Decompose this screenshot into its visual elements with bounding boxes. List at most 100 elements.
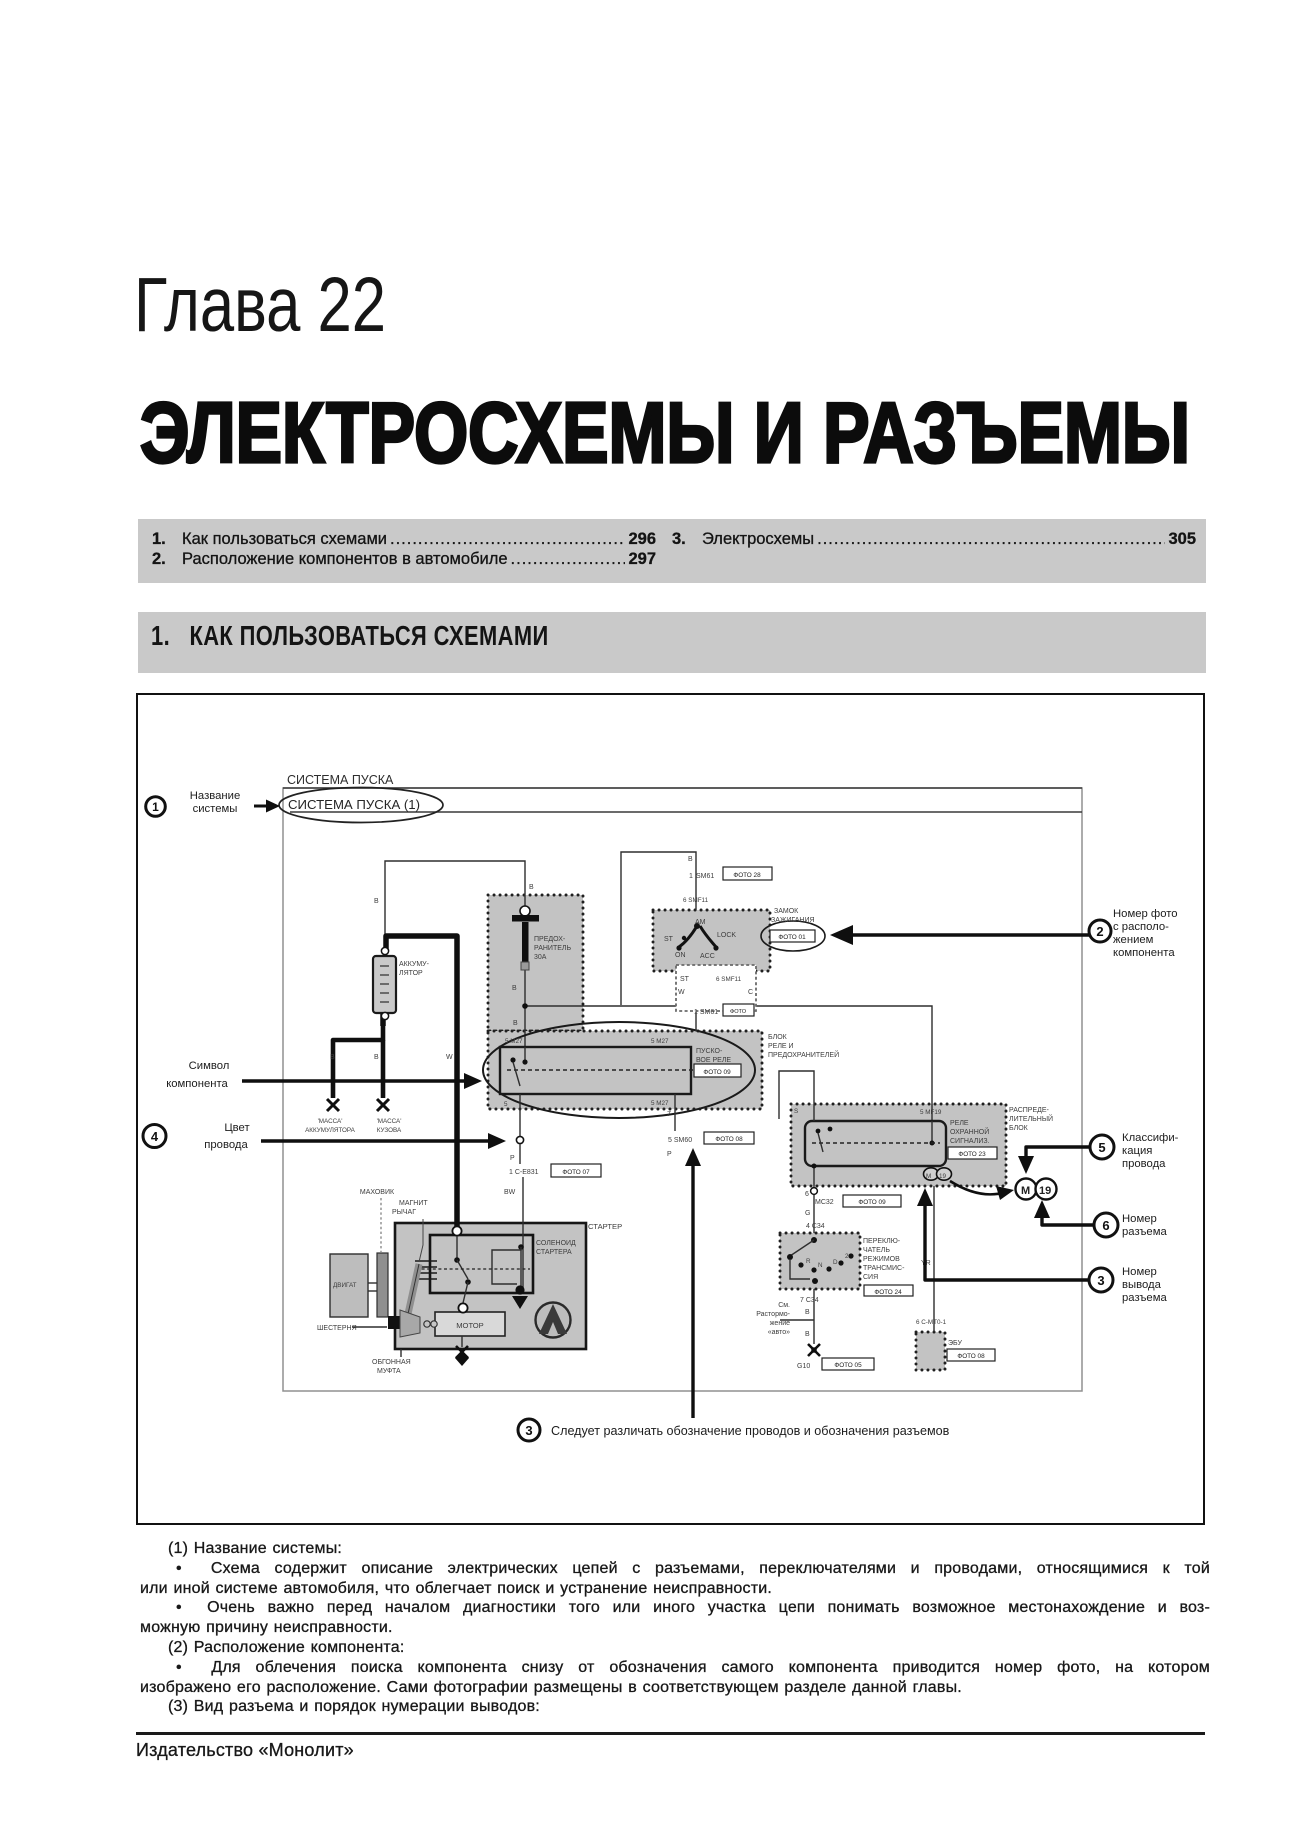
svg-text:ЛИТЕЛЬНЫЙ: ЛИТЕЛЬНЫЙ <box>1009 1114 1053 1123</box>
svg-text:ST: ST <box>664 936 674 943</box>
svg-text:ЛЯТОР: ЛЯТОР <box>399 970 423 977</box>
svg-text:1 SM61: 1 SM61 <box>694 1009 718 1016</box>
svg-text:2: 2 <box>1096 924 1103 939</box>
svg-text:W: W <box>446 1054 453 1061</box>
svg-text:разъема: разъема <box>1122 1292 1167 1304</box>
svg-text:ЗАМОК: ЗАМОК <box>774 908 799 915</box>
svg-text:30А: 30А <box>534 954 547 961</box>
svg-text:G10: G10 <box>797 1363 810 1370</box>
svg-text:5 M27: 5 M27 <box>651 1100 669 1107</box>
svg-text:6 SMF11: 6 SMF11 <box>683 897 709 904</box>
svg-text:B: B <box>805 1309 810 1316</box>
svg-text:6: 6 <box>1102 1218 1109 1233</box>
svg-text:ПРЕДОХ-: ПРЕДОХ- <box>534 936 566 943</box>
svg-text:W: W <box>678 989 685 996</box>
svg-text:ПЕРЕКЛЮ-: ПЕРЕКЛЮ- <box>863 1238 901 1245</box>
svg-text:SM61: SM61 <box>696 873 714 880</box>
svg-text:BW: BW <box>504 1189 516 1196</box>
svg-text:G: G <box>805 1210 810 1217</box>
svg-text:ON: ON <box>675 952 686 959</box>
svg-text:MC32: MC32 <box>815 1199 834 1206</box>
svg-text:ЧАТЕЛЬ: ЧАТЕЛЬ <box>863 1247 890 1254</box>
svg-text:B: B <box>330 1054 335 1061</box>
svg-text:ЗАЖИГАНИЯ: ЗАЖИГАНИЯ <box>771 917 815 924</box>
svg-text:провода: провода <box>204 1139 248 1151</box>
svg-text:компонента: компонента <box>166 1078 228 1090</box>
svg-text:СИСТЕМА ПУСКА: СИСТЕМА ПУСКА <box>287 773 394 787</box>
svg-text:4: 4 <box>151 1129 159 1144</box>
svg-text:C: C <box>748 989 753 996</box>
svg-text:ФОТО: ФОТО <box>730 1009 747 1015</box>
svg-text:5: 5 <box>1098 1140 1105 1155</box>
svg-text:БЛОК: БЛОК <box>768 1034 788 1041</box>
svg-text:СТАРТЕРА: СТАРТЕРА <box>536 1249 572 1256</box>
svg-text:AM: AM <box>695 919 706 926</box>
svg-text:с располо-: с располо- <box>1113 921 1169 933</box>
svg-text:ST: ST <box>680 976 690 983</box>
svg-text:N: N <box>818 1262 823 1269</box>
svg-text:Номер фото: Номер фото <box>1113 908 1178 920</box>
svg-text:1 C-E831: 1 C-E831 <box>509 1169 539 1176</box>
svg-text:B: B <box>374 898 379 905</box>
svg-text:3: 3 <box>1097 1273 1104 1288</box>
svg-text:«авто»: «авто» <box>768 1329 790 1336</box>
svg-text:R: R <box>806 1258 811 1265</box>
svg-text:разъема: разъема <box>1122 1226 1167 1238</box>
svg-text:См.: См. <box>778 1302 790 1309</box>
svg-text:ЭБУ: ЭБУ <box>948 1340 962 1347</box>
svg-text:B: B <box>688 856 693 863</box>
svg-text:РЕЖИМОВ: РЕЖИМОВ <box>863 1256 900 1263</box>
svg-text:19: 19 <box>939 1173 947 1180</box>
svg-text:M: M <box>926 1173 931 1180</box>
svg-text:3: 3 <box>525 1423 532 1438</box>
svg-text:6 C-MT0-1: 6 C-MT0-1 <box>916 1319 947 1326</box>
svg-text:'МАССА': 'МАССА' <box>377 1118 402 1125</box>
svg-text:'МАССА': 'МАССА' <box>318 1118 343 1125</box>
svg-text:вывода: вывода <box>1122 1279 1162 1291</box>
svg-text:Классифи-: Классифи- <box>1122 1132 1179 1144</box>
svg-text:системы: системы <box>193 803 238 815</box>
svg-text:СИЯ: СИЯ <box>863 1274 878 1281</box>
svg-text:МАХОВИК: МАХОВИК <box>360 1189 395 1196</box>
svg-text:ОХРАННОЙ: ОХРАННОЙ <box>950 1127 989 1136</box>
svg-text:P: P <box>510 1155 515 1162</box>
svg-text:B: B <box>512 985 517 992</box>
svg-text:РЕЛЕ И: РЕЛЕ И <box>768 1043 794 1050</box>
svg-text:СОЛЕНОИД: СОЛЕНОИД <box>536 1240 576 1247</box>
svg-text:жение: жение <box>770 1320 790 1327</box>
svg-text:B: B <box>374 1054 379 1061</box>
svg-text:B: B <box>513 1020 518 1027</box>
svg-text:жением: жением <box>1113 934 1153 946</box>
svg-text:кация: кация <box>1122 1145 1152 1157</box>
svg-text:7 C34: 7 C34 <box>800 1297 819 1304</box>
svg-text:Цвет: Цвет <box>224 1122 249 1134</box>
svg-text:Символ: Символ <box>189 1060 230 1072</box>
svg-text:ОБГОННАЯ: ОБГОННАЯ <box>372 1359 411 1366</box>
svg-text:2: 2 <box>845 1253 849 1260</box>
svg-text:5 M27: 5 M27 <box>651 1038 669 1045</box>
svg-text:ФОТО 01: ФОТО 01 <box>778 934 806 941</box>
svg-text:ФОТО 23: ФОТО 23 <box>958 1151 986 1158</box>
svg-text:РАСПРЕДЕ-: РАСПРЕДЕ- <box>1009 1107 1050 1114</box>
svg-text:СИГНАЛИЗ.: СИГНАЛИЗ. <box>950 1138 990 1145</box>
svg-text:1: 1 <box>152 800 159 814</box>
svg-text:МАГНИТ: МАГНИТ <box>399 1200 428 1207</box>
svg-text:РЫЧАГ: РЫЧАГ <box>392 1209 416 1216</box>
svg-text:компонента: компонента <box>1113 947 1175 959</box>
svg-text:РЕЛЕ: РЕЛЕ <box>950 1120 969 1127</box>
svg-text:S: S <box>794 1108 798 1115</box>
svg-text:РАНИТЕЛЬ: РАНИТЕЛЬ <box>534 945 571 952</box>
svg-text:7: 7 <box>667 1111 671 1118</box>
svg-text:B: B <box>529 884 534 891</box>
svg-text:LOCK: LOCK <box>717 932 736 939</box>
svg-text:ФОТО 05: ФОТО 05 <box>834 1362 862 1369</box>
svg-text:ACC: ACC <box>700 953 715 960</box>
svg-text:ШЕСТЕРНЯ: ШЕСТЕРНЯ <box>317 1325 357 1332</box>
svg-text:Номер: Номер <box>1122 1266 1157 1278</box>
svg-text:19: 19 <box>1039 1185 1051 1197</box>
svg-text:БЛОК: БЛОК <box>1009 1125 1029 1132</box>
svg-text:P: P <box>667 1151 672 1158</box>
svg-text:ВОЕ РЕЛЕ: ВОЕ РЕЛЕ <box>696 1057 731 1064</box>
svg-text:СТАРТЕР: СТАРТЕР <box>588 1222 622 1231</box>
svg-text:4 C34: 4 C34 <box>806 1223 825 1230</box>
